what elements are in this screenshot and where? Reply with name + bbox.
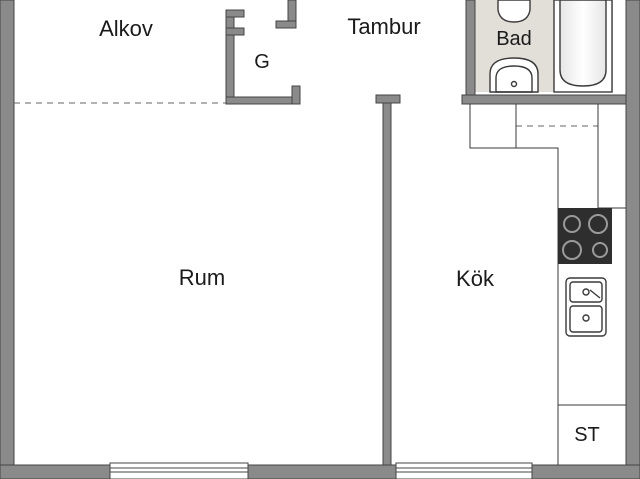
dashed-lines	[14, 102, 598, 127]
room-label-stad: ST	[574, 424, 600, 446]
bathtub	[553, 0, 613, 93]
kitchen-sink	[565, 277, 607, 337]
room-label-tambur: Tambur	[347, 14, 420, 39]
window-kok	[395, 462, 533, 479]
room-label-alkov: Alkov	[99, 16, 153, 41]
stove	[558, 208, 612, 264]
toilet	[497, 0, 531, 23]
inner-wall	[375, 94, 401, 466]
window-rum	[109, 462, 249, 479]
wardrobe-walls	[225, 0, 301, 105]
bathroom-sink	[489, 57, 539, 93]
room-label-bad: Bad	[496, 28, 532, 50]
room-label-rum: Rum	[179, 265, 225, 290]
room-label-garderob: G	[254, 51, 270, 73]
room-label-kok: Kök	[456, 266, 495, 291]
kitchen-counter	[469, 104, 626, 465]
